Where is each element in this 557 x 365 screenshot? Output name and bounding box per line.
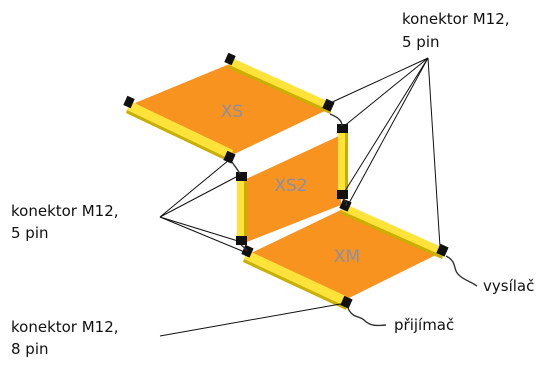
leader-line-bottom [159,302,347,337]
connector-top-label-line2: 5 pin [402,33,440,51]
connector-top-label: konektor M12, [402,10,510,28]
panel-xs: XS [123,52,335,164]
connector-bottom-label: konektor M12, [11,318,119,336]
panel-xs2: XS2 [236,124,348,245]
transmitter-label: vysílač [483,277,534,295]
panel-xs-label: XS [221,102,243,122]
connection-cables [231,113,478,327]
connector-left-label: konektor M12, [11,202,119,220]
panel-xs2-area [244,135,341,243]
receiver-label: přijímač [394,316,454,334]
leader-lines-top [327,57,441,248]
leader-lines-left [159,159,248,254]
panel-xs2-label: XS2 [274,176,307,196]
connector-bottom-label-line2: 8 pin [11,340,49,358]
panel-xm: XM [241,198,449,310]
connector-left-label-line2: 5 pin [11,224,49,242]
panel-xm-label: XM [334,247,360,267]
